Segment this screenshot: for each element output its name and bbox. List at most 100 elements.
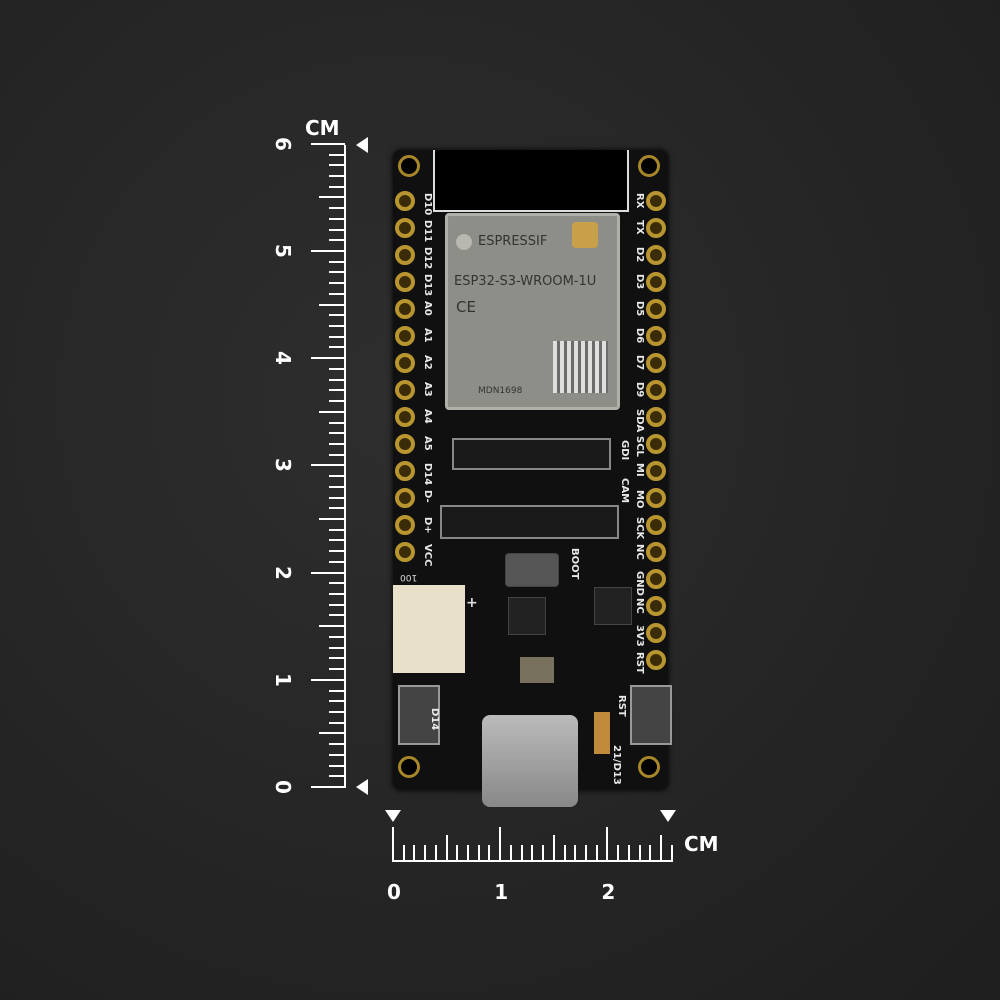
- ruler-tick: [329, 421, 345, 424]
- cam-label: CAM: [619, 478, 630, 504]
- ruler-label: 0: [387, 880, 401, 904]
- pin-label: SCK: [634, 517, 645, 540]
- header-pin: [395, 272, 415, 292]
- header-pin: [646, 353, 666, 373]
- esp32-module: ESPRESSIF ESP32-S3-WROOM-1U CE MDN1698: [445, 213, 620, 410]
- ruler-label: 4: [270, 351, 295, 366]
- ruler-label: 1: [270, 672, 295, 687]
- pin-label: D5: [634, 301, 645, 317]
- header-pin: [395, 434, 415, 454]
- capacitor: [594, 712, 610, 754]
- pin-label: D3: [634, 274, 645, 290]
- header-pin: [646, 272, 666, 292]
- ruler-marker-icon: [385, 810, 401, 822]
- ruler-tick: [329, 228, 345, 231]
- pin-label: MI: [634, 463, 645, 477]
- ruler-tick: [456, 845, 459, 861]
- ruler-tick: [319, 196, 345, 199]
- crystal: [520, 657, 554, 683]
- ruler-tick: [329, 485, 345, 488]
- boot-button[interactable]: [505, 553, 559, 587]
- ruler-tick: [329, 217, 345, 220]
- header-pin: [395, 380, 415, 400]
- ruler-tick: [329, 496, 345, 499]
- ruler-tick: [329, 400, 345, 403]
- ruler-tick: [319, 410, 345, 413]
- ruler-tick: [329, 453, 345, 456]
- pin-label: D12: [422, 247, 433, 270]
- ruler-tick: [413, 845, 416, 861]
- ruler-tick: [311, 142, 345, 145]
- header-pin: [395, 353, 415, 373]
- pin-label: RST: [634, 652, 645, 674]
- ruler-tick: [319, 303, 345, 306]
- header-pin: [646, 245, 666, 265]
- gdi-connector: [452, 438, 611, 470]
- ruler-tick: [329, 775, 345, 778]
- ruler-tick: [584, 845, 587, 861]
- ruler-tick: [595, 845, 598, 861]
- pin-label: D10: [422, 193, 433, 216]
- module-code: MDN1698: [478, 386, 523, 396]
- ruler-tick: [329, 432, 345, 435]
- module-brand: ESPRESSIF: [478, 234, 548, 249]
- header-pin: [646, 542, 666, 562]
- header-pin: [646, 623, 666, 643]
- ruler-tick: [329, 335, 345, 338]
- ruler-tick: [311, 250, 345, 252]
- ruler-tick: [329, 614, 345, 617]
- ruler-tick: [329, 282, 345, 285]
- boot-label: BOOT: [569, 548, 580, 580]
- header-pin: [395, 542, 415, 562]
- ruler-tick: [329, 603, 345, 606]
- ruler-tick: [311, 464, 345, 467]
- header-pin: [646, 461, 666, 481]
- header-pin: [646, 299, 666, 319]
- ruler-tick: [542, 845, 545, 861]
- ruler-label: 5: [270, 244, 295, 258]
- pin-label: A5: [422, 436, 433, 451]
- ruler-label: 3: [270, 458, 295, 473]
- mount-hole: [398, 756, 420, 778]
- ruler-tick: [552, 835, 555, 861]
- rst-button[interactable]: [630, 685, 672, 745]
- ruler-label: 0: [270, 780, 295, 794]
- ruler-tick: [329, 507, 345, 510]
- rst-label: RST: [616, 695, 627, 717]
- ruler-tick: [574, 845, 577, 861]
- pin-label: A2: [422, 355, 433, 370]
- ruler-label: 2: [270, 565, 295, 580]
- ruler-marker-icon: [356, 779, 368, 795]
- side-switch[interactable]: [398, 685, 440, 745]
- pin-label: SDA: [634, 409, 645, 433]
- ce-mark: CE: [456, 298, 476, 316]
- header-pin: [646, 569, 666, 589]
- ruler-tick: [329, 325, 345, 328]
- usb-c-port[interactable]: [482, 715, 578, 807]
- horizontal-ruler-line: [392, 860, 673, 862]
- pin-label: MO: [634, 490, 645, 509]
- pin-label: RX: [634, 193, 645, 209]
- ruler-marker-icon: [356, 137, 368, 153]
- header-pin: [395, 326, 415, 346]
- antenna-area: [433, 150, 629, 212]
- ruler-tick: [319, 518, 345, 520]
- ruler-tick: [329, 475, 345, 478]
- ruler-tick: [329, 346, 345, 349]
- ruler-label: 2: [601, 880, 616, 904]
- ruler-tick: [638, 845, 641, 861]
- ruler-tick: [670, 845, 673, 861]
- mount-hole: [398, 155, 420, 177]
- ruler-tick: [392, 827, 394, 861]
- antenna-connector: [572, 222, 598, 248]
- ruler-tick: [329, 539, 345, 542]
- ruler-tick: [329, 260, 345, 263]
- pin-label: D13: [422, 274, 433, 297]
- header-pin: [646, 380, 666, 400]
- ruler-marker-icon: [660, 810, 676, 822]
- ruler-tick: [499, 827, 502, 861]
- vertical-ruler-line: [344, 145, 346, 788]
- vertical-ruler-unit: CM: [305, 116, 340, 140]
- chip: [594, 587, 632, 625]
- ruler-tick: [520, 845, 523, 861]
